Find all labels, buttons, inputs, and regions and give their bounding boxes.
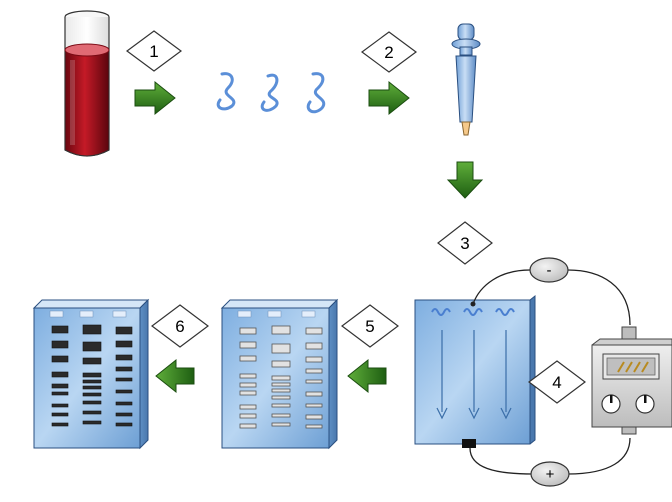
gel-band [271, 360, 291, 368]
gel-band [239, 341, 257, 349]
gel-band [239, 355, 257, 362]
gel-band [305, 327, 323, 335]
gel-band [51, 383, 69, 389]
step-4-label: 4 [552, 373, 561, 392]
gel-band [271, 388, 291, 393]
gel-band [82, 385, 102, 390]
gel-band [82, 410, 102, 415]
gel-band [305, 391, 323, 397]
arrow-down [446, 161, 484, 199]
gel-band [271, 325, 291, 335]
gel-slab-dark [32, 298, 150, 450]
arrow-1 [134, 80, 176, 116]
step-2-label: 2 [384, 43, 393, 62]
gel-band [305, 379, 323, 384]
gel-band [271, 382, 291, 387]
gel-band [115, 422, 133, 427]
step-6-badge: 6 [151, 304, 209, 348]
gel-band [271, 395, 291, 400]
gel-band [271, 375, 291, 381]
positive-electrode: + [530, 461, 570, 487]
gel-band [115, 326, 133, 335]
step-3-badge: 3 [437, 221, 493, 265]
arrow-5 [347, 358, 387, 394]
gel-band [271, 403, 291, 408]
negative-electrode: - [529, 257, 569, 283]
dna-strands [216, 72, 326, 114]
gel-band [51, 355, 69, 363]
gel-band [239, 390, 257, 396]
gel-band [51, 403, 69, 408]
gel-band [239, 382, 257, 388]
gel-band [82, 420, 102, 425]
gel-band [305, 403, 323, 408]
gel-band [115, 412, 133, 417]
step-5-label: 5 [365, 317, 374, 336]
gel-band [82, 357, 102, 365]
gel-band [82, 324, 102, 335]
power-supply-icon [591, 326, 672, 435]
step-5-badge: 5 [341, 304, 399, 348]
gel-band [51, 325, 69, 334]
gel-band [239, 423, 257, 429]
gel-band [239, 404, 257, 410]
dna-strand-icon [260, 73, 279, 112]
gel-band [305, 368, 323, 374]
step-1-label: 1 [149, 42, 158, 61]
gel-band [51, 371, 69, 378]
pipette-icon [451, 23, 481, 136]
gel-band [51, 340, 69, 349]
dna-strand-icon [306, 72, 326, 114]
gel-band [51, 412, 69, 417]
step-2-badge: 2 [360, 31, 418, 73]
dna-strand-icon [216, 72, 236, 111]
gel-band [82, 392, 102, 397]
gel-band [115, 377, 133, 382]
gel-band [239, 413, 257, 419]
gel-band [82, 341, 102, 352]
gel-band [115, 366, 133, 372]
gel-band [51, 391, 69, 396]
gel-band [115, 354, 133, 361]
blood-tube-icon [64, 10, 110, 157]
gel-band [82, 372, 102, 378]
gel-band [271, 413, 291, 418]
gel-band [82, 400, 102, 405]
gel-band [115, 389, 133, 394]
gel-band [271, 422, 291, 427]
gel-band [305, 414, 323, 420]
gel-slab-light [220, 298, 339, 450]
positive-label: + [546, 466, 555, 483]
gel-band [115, 401, 133, 406]
gel-band [305, 424, 323, 429]
gel-band [305, 356, 323, 363]
gel-band [82, 379, 102, 384]
gel-band [305, 342, 323, 350]
gel-band [115, 340, 133, 348]
circuit-wires [469, 269, 631, 475]
arrow-6 [155, 358, 195, 394]
gel-box-icon [414, 294, 536, 448]
step-3-label: 3 [460, 234, 469, 253]
step-6-label: 6 [175, 317, 184, 336]
gel-band [271, 343, 291, 354]
arrow-2 [368, 80, 410, 116]
step-4-badge: 4 [528, 360, 586, 404]
gel-band [239, 327, 257, 335]
gel-band [51, 422, 69, 427]
negative-label: - [547, 262, 552, 279]
gel-band [239, 373, 257, 379]
step-1-badge: 1 [125, 30, 183, 72]
